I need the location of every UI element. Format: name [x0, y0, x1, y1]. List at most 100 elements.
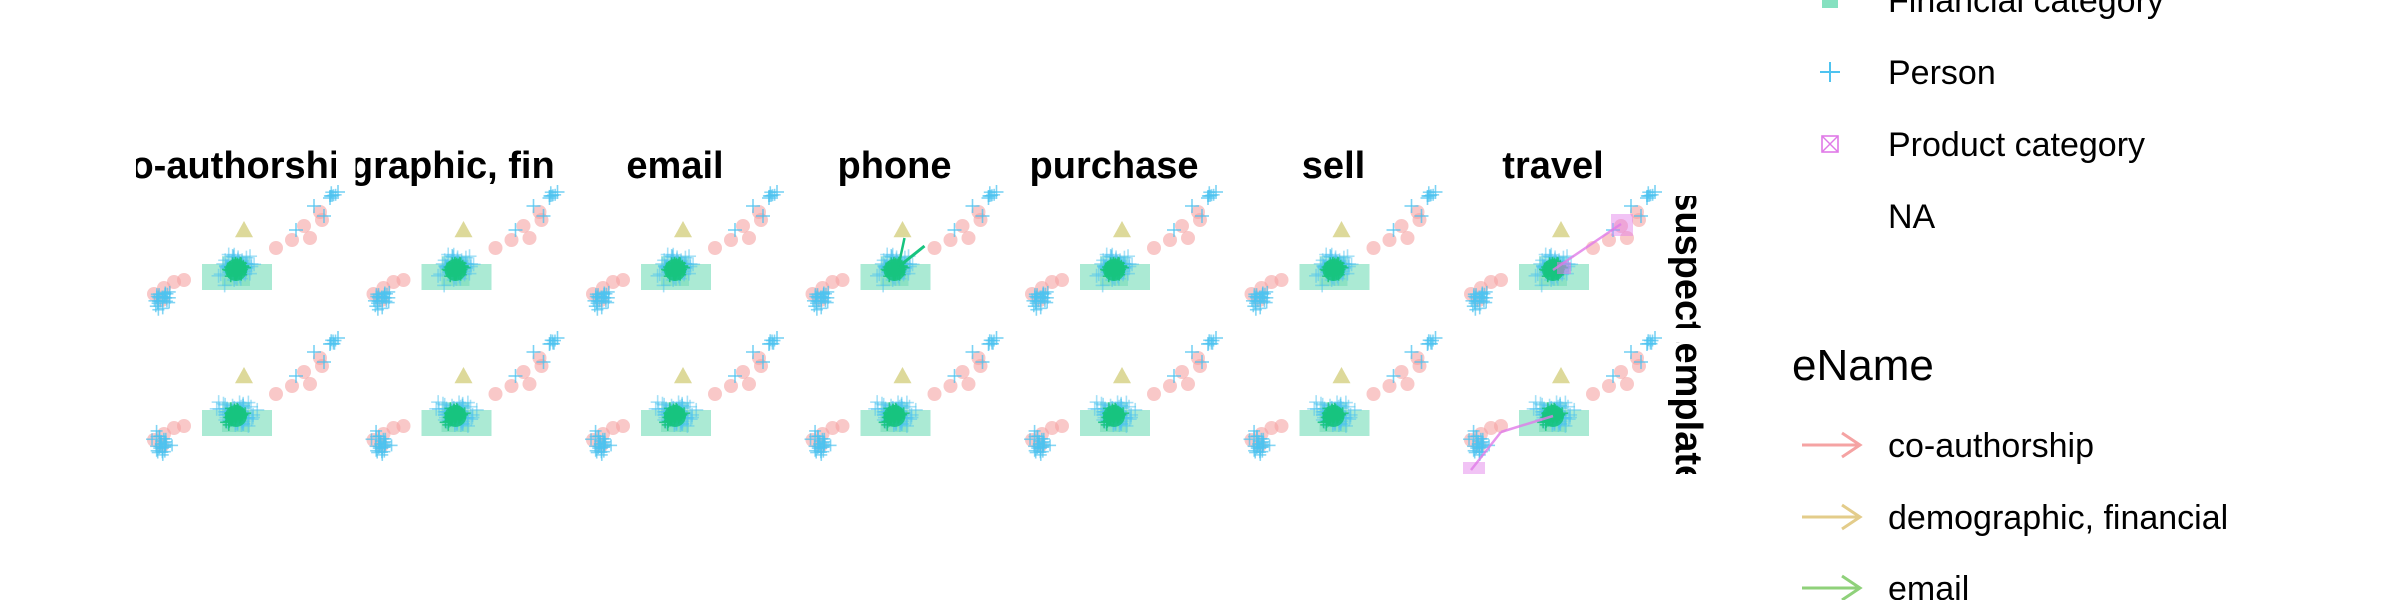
legend-key-square-cross [1821, 135, 1839, 153]
document-node [971, 205, 986, 219]
document-node [943, 379, 958, 393]
document-node [488, 241, 503, 255]
hub-node [225, 405, 247, 427]
facet-panels [146, 185, 1662, 474]
document-node [1410, 351, 1425, 365]
document-node [1602, 379, 1616, 393]
facet-panel-purchase-template [1024, 331, 1223, 461]
document-node [522, 377, 537, 391]
legend-item-email: email [1802, 570, 1969, 600]
document-node [616, 419, 630, 433]
country-node [1552, 367, 1570, 384]
hub-node [883, 405, 906, 427]
document-node [1055, 419, 1069, 433]
country-node [893, 367, 912, 384]
document-node [1274, 273, 1289, 287]
document-node [1274, 419, 1289, 433]
document-node [1175, 365, 1189, 379]
country-node [674, 221, 692, 238]
facet-column-label: co-authorship [109, 145, 362, 187]
facet-panel-co-authorship-template [146, 331, 345, 461]
country-node [1113, 367, 1131, 384]
document-node [955, 365, 970, 379]
facet-column-label: purchase [1030, 145, 1199, 187]
highlighted-edge [897, 237, 906, 267]
document-node [1394, 219, 1409, 233]
legend-key-arrow-head [1841, 574, 1863, 600]
document-node [1620, 377, 1634, 391]
document-node [1620, 231, 1634, 245]
highlighted-edge [1470, 431, 1502, 471]
document-node [1382, 379, 1397, 393]
document-node [1147, 387, 1161, 401]
document-node [297, 219, 311, 233]
document-node [971, 351, 986, 365]
legend-item-na: NA [1888, 198, 1936, 236]
document-node [1191, 351, 1205, 365]
document-node [285, 379, 299, 393]
legend-item-co-authorship: co-authorship [1802, 427, 2094, 465]
document-node [516, 365, 531, 379]
document-node [532, 205, 547, 219]
hub-node [1322, 405, 1345, 427]
document-node [532, 351, 547, 365]
hub-node [664, 259, 686, 281]
document-node [835, 419, 850, 433]
document-node [708, 387, 722, 401]
product-node [1557, 262, 1571, 274]
facet-panel-demographic-financial-template [365, 331, 565, 461]
facet-column-label: email [626, 145, 723, 187]
legend-key-cross-b [1821, 135, 1839, 153]
document-node [1181, 231, 1195, 245]
country-node [454, 367, 473, 384]
country-node [1113, 221, 1131, 238]
document-node [313, 351, 327, 365]
document-node [927, 387, 942, 401]
facet-panel-sell-template [1243, 331, 1443, 461]
legend-label: email [1888, 570, 1969, 600]
hub-node [1322, 259, 1345, 281]
hub-node [1103, 259, 1125, 281]
facet-panel-phone-template [804, 331, 1004, 461]
facet-panel-purchase-suspect [1025, 185, 1223, 316]
document-node [396, 273, 411, 287]
document-node [177, 273, 191, 287]
legend-item-financial-category: Financial category [1822, 0, 2164, 20]
document-node [955, 219, 970, 233]
hub-node [444, 405, 467, 427]
document-node [1494, 273, 1508, 287]
facet-panel-travel-suspect [1464, 185, 1662, 316]
document-node [1400, 377, 1415, 391]
document-node [1163, 233, 1177, 247]
country-node [235, 367, 253, 384]
legend-label: Person [1888, 54, 1996, 92]
country-node [1552, 221, 1570, 238]
hub-node [225, 259, 247, 281]
country-node [235, 221, 253, 238]
document-node [1630, 351, 1644, 365]
facet-row-label: template [1667, 330, 1709, 486]
document-node [1614, 365, 1628, 379]
hub-node [664, 405, 686, 427]
document-node [724, 379, 738, 393]
legend-key-square [1822, 0, 1838, 8]
product-node [1463, 462, 1485, 474]
facet-panel-phone-suspect [805, 185, 1004, 316]
facet-panel-travel-template [1463, 331, 1662, 474]
facet-row-label: suspect [1667, 190, 1709, 334]
facet-panel-email-template [585, 331, 784, 461]
document-node [736, 365, 750, 379]
document-node [396, 419, 411, 433]
document-node [708, 241, 722, 255]
legend-label: co-authorship [1888, 427, 2094, 465]
document-node [1586, 387, 1600, 401]
document-node [269, 241, 283, 255]
legend-key-arrow-head [1841, 431, 1863, 459]
hub-node [1103, 405, 1125, 427]
facet-panel-sell-suspect [1244, 185, 1443, 316]
legend-key-arrow-head [1841, 503, 1863, 531]
facet-panel-co-authorship-suspect [147, 185, 345, 316]
document-node [1400, 231, 1415, 245]
